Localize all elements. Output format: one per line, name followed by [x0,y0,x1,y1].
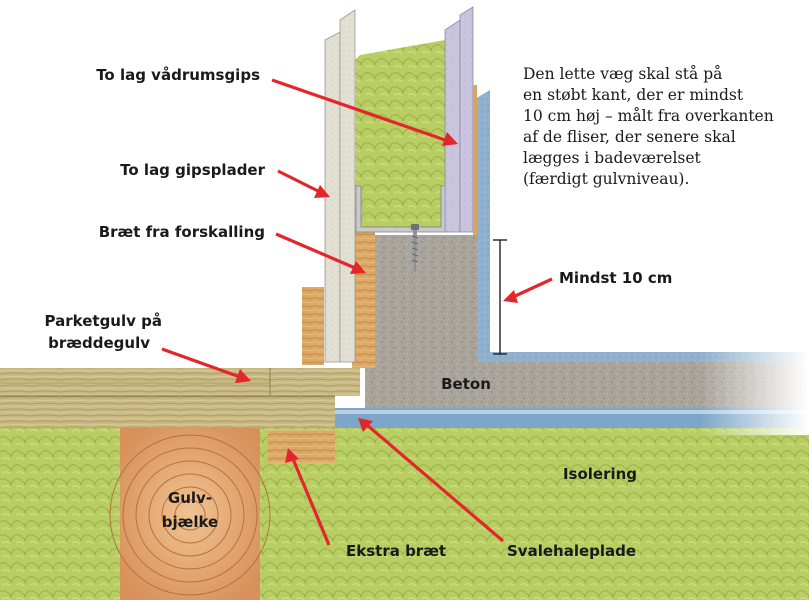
tile-vertical [478,235,490,360]
description-block: Den lette væg skal stå på en støbt kant,… [523,65,774,188]
beton-block [365,235,809,408]
braet-fra-forskalling [352,232,375,368]
vaadrumsgips-1 [444,19,461,233]
label-mindst: Mindst 10 cm [559,269,672,287]
log-rings [109,434,271,596]
description-line: af de fliser, der senere skal [523,128,736,146]
label-parketgulv-1: Parketgulv på [45,312,162,330]
label-ekstra: Ekstra bræt [346,542,446,560]
wall-insulation [355,40,445,232]
description-line: 10 cm høj – målt fra overkanten [523,107,774,125]
parketgulv-top [0,368,360,396]
arrow-head-ekstra [285,448,299,463]
ekstra-braet [268,430,335,463]
label-gulv-2: bjælke [162,513,218,531]
dimension-bracket [493,239,507,355]
arrow-head-mindst [503,290,518,303]
label-parketgulv-2: bræddegulv [48,334,150,352]
gulvbjaelke [120,428,260,600]
label-svalehale: Svalehaleplade [507,542,636,560]
tile-wall [473,90,490,235]
description-line: lægges i badeværelset [523,149,702,167]
vaadrumsgips-2 [459,6,474,233]
tile-horizontal [478,352,809,362]
braeddegulv [0,396,335,428]
arrow-head-gipsplader [314,185,330,198]
arrow-head-parketgulv [235,369,251,383]
description-line: (færdigt gulvniveau). [523,170,689,188]
gipsplade-2 [339,9,356,363]
label-braet-forskalling: Bræt fra forskalling [99,223,265,241]
description-line: Den lette væg skal stå på [523,65,722,83]
label-isolering: Isolering [563,465,637,483]
label-beton: Beton [441,375,491,393]
screw [411,224,419,272]
description-line: en støbt kant, der er mindst [523,86,744,104]
label-vaadrumsgips: To lag vådrumsgips [96,66,260,84]
arrows [161,78,553,546]
steel-stud [355,185,447,233]
arrow-head-svalehale [358,418,373,432]
arrow-head-forskalling [350,261,366,274]
label-gulv-1: Gulv- [168,489,212,507]
label-gipsplader: To lag gipsplader [120,161,265,179]
arrow-head-vaadrumsgips [442,132,458,146]
